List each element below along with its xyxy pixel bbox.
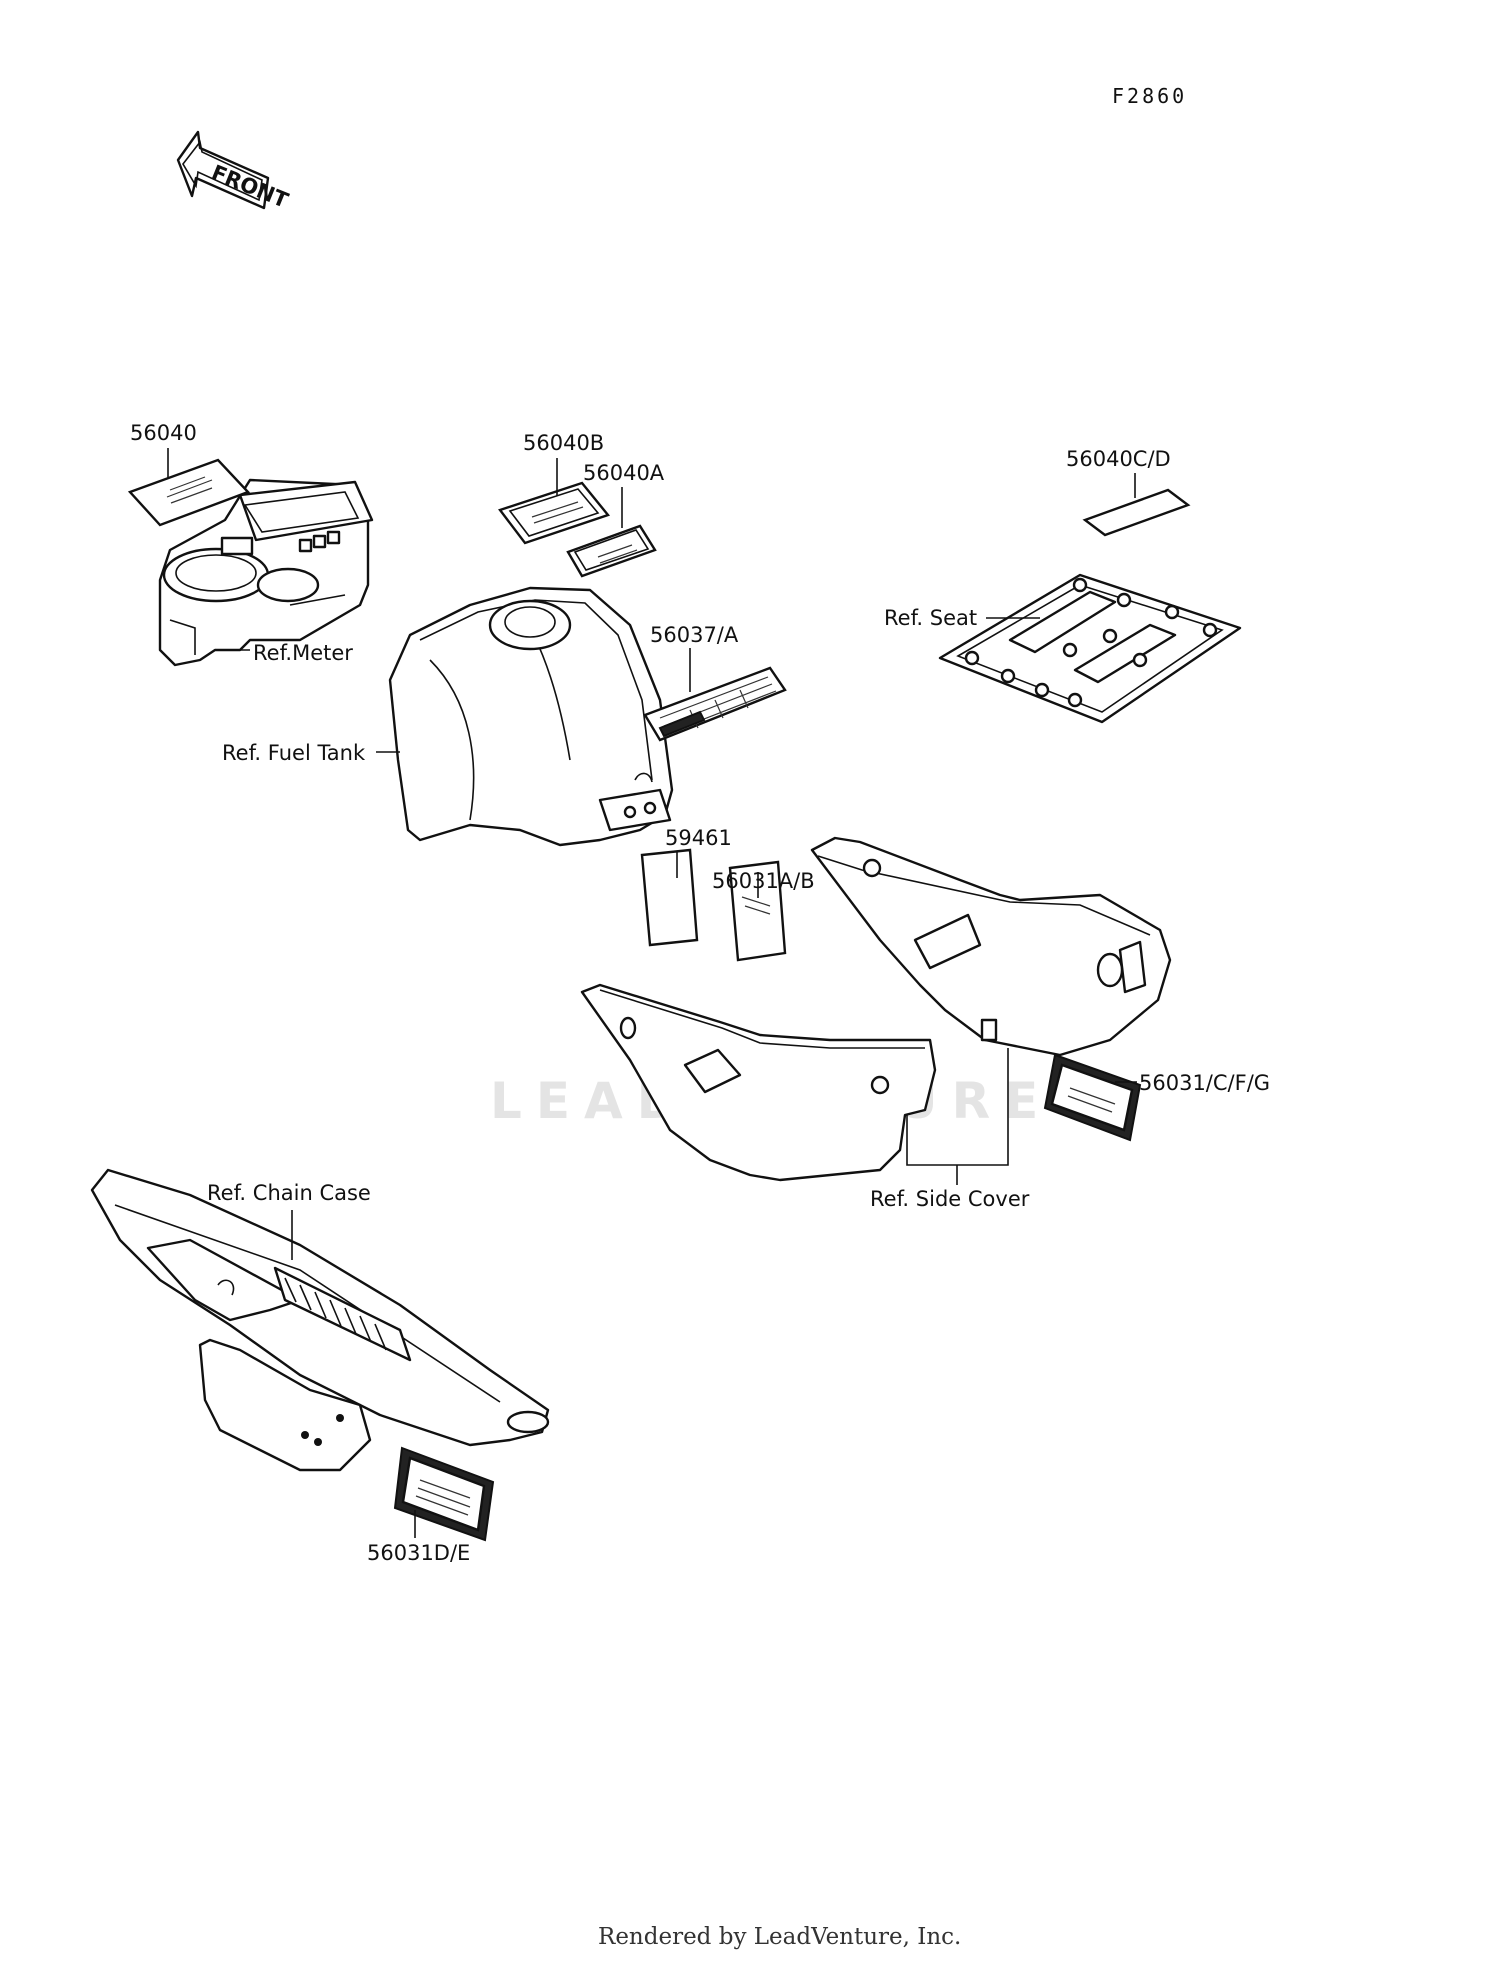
figure-code: F2860 bbox=[1112, 84, 1187, 108]
side-cover-left bbox=[580, 983, 937, 1182]
side-cover-right bbox=[810, 836, 1172, 1057]
callout-56031de: 56031D/E bbox=[367, 1541, 470, 1565]
front-arrow-icon: FRONT bbox=[176, 130, 292, 213]
callout-56031ab: 56031A/B bbox=[712, 869, 815, 893]
ref-meter-label: Ref.Meter bbox=[253, 641, 353, 665]
callout-56031cfg: 56031/C/F/G bbox=[1139, 1071, 1270, 1095]
decal-56040b bbox=[498, 481, 611, 545]
callout-59461: 59461 bbox=[665, 826, 732, 850]
ref-fuel-tank-label: Ref. Fuel Tank bbox=[222, 741, 366, 765]
front-arrow-label: FRONT bbox=[208, 160, 292, 213]
decal-56040 bbox=[127, 458, 251, 527]
seat-base bbox=[938, 573, 1242, 724]
callout-56040b: 56040B bbox=[523, 431, 604, 455]
callout-56040a: 56040A bbox=[583, 461, 665, 485]
callout-56037a: 56037/A bbox=[650, 623, 739, 647]
decal-56040a bbox=[566, 524, 657, 578]
chain-case bbox=[90, 1168, 550, 1472]
callout-56040cd: 56040C/D bbox=[1066, 447, 1171, 471]
decal-56037a bbox=[643, 666, 787, 742]
fuel-tank bbox=[388, 586, 674, 847]
decal-56031ab bbox=[728, 860, 787, 962]
ref-chain-case-label: Ref. Chain Case bbox=[207, 1181, 371, 1205]
decal-56031cfg bbox=[1043, 1053, 1142, 1142]
footer-text: Rendered by LeadVenture, Inc. bbox=[598, 1924, 961, 1950]
ref-seat-label: Ref. Seat bbox=[884, 606, 977, 630]
decal-56040cd bbox=[1082, 488, 1191, 537]
decal-56031de bbox=[393, 1446, 495, 1542]
decal-59461 bbox=[640, 848, 699, 947]
ref-side-cover-label: Ref. Side Cover bbox=[870, 1187, 1030, 1211]
meter-assembly bbox=[158, 478, 374, 667]
callout-56040: 56040 bbox=[130, 421, 197, 445]
